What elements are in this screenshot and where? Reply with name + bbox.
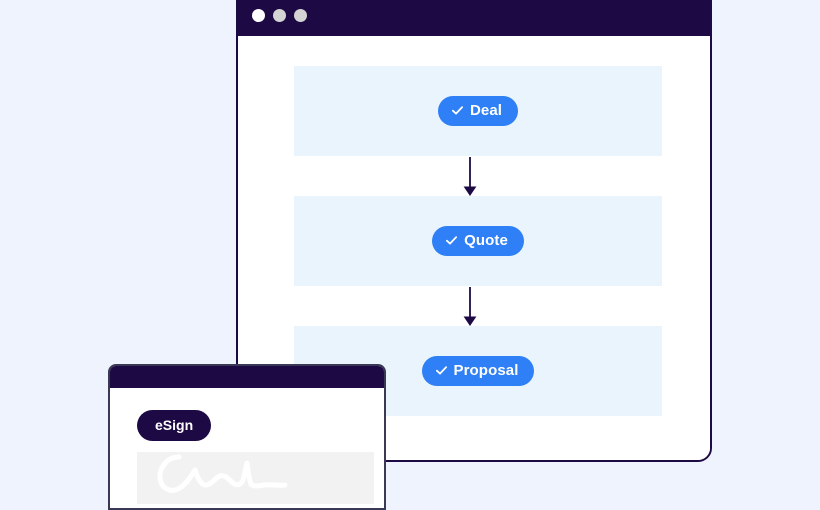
signature-field[interactable] (137, 452, 374, 504)
esign-window-body: eSign (110, 388, 384, 508)
stage-badge-label: Proposal (453, 362, 519, 379)
esign-badge[interactable]: eSign (137, 410, 212, 441)
pipeline-stage-row: Deal (294, 66, 662, 156)
esign-window: eSign (108, 364, 386, 510)
traffic-light-dot-close-icon[interactable] (252, 8, 265, 22)
esign-window-titlebar (110, 366, 384, 388)
pipeline-stage-row: Quote (294, 196, 662, 286)
traffic-light-dot-maximize-icon[interactable] (294, 8, 307, 22)
arrow-down-icon (463, 287, 477, 326)
stage-badge-proposal[interactable]: Proposal (421, 356, 535, 386)
check-icon (446, 236, 458, 245)
stage-badge-label: Deal (469, 102, 503, 119)
check-icon (451, 106, 463, 115)
stage-badge-label: Quote (464, 232, 508, 249)
traffic-light-dot-minimize-icon[interactable] (273, 8, 286, 22)
check-icon (435, 366, 447, 375)
pipeline-window-titlebar (238, 0, 710, 36)
signature-scribble-icon (157, 454, 288, 493)
stage-badge-quote[interactable]: Quote (432, 226, 524, 256)
arrow-down-icon (463, 157, 477, 196)
stage-badge-deal[interactable]: Deal (437, 96, 519, 126)
